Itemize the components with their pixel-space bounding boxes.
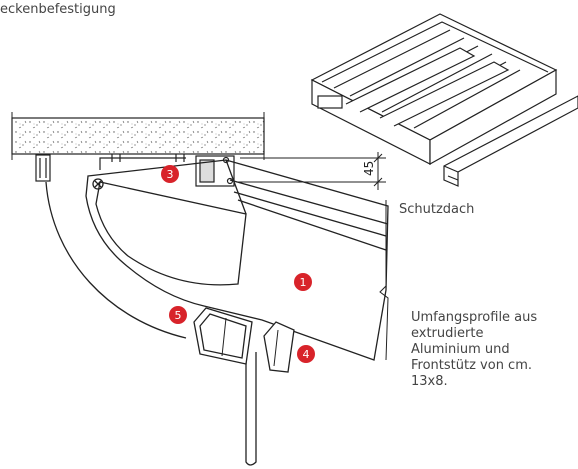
description-line: Umfangsprofile aus: [411, 310, 538, 325]
door-swing-arc: [45, 181, 187, 339]
dimension-label: 45: [362, 161, 376, 176]
description-line: Frontstütz von cm.: [411, 358, 533, 373]
break-lines: [379, 200, 389, 361]
marker-3: 3: [161, 165, 179, 183]
description-line: extrudierte: [411, 326, 484, 341]
description-line: Aluminium und: [411, 342, 510, 357]
marker-4: 4: [297, 345, 315, 363]
diagram-title: eckenbefestigung: [0, 2, 116, 17]
clamp-4: [263, 321, 295, 373]
marker-1: 1: [294, 273, 312, 291]
awning-body: [85, 159, 389, 361]
front-post: [245, 348, 257, 466]
svg-text:4: 4: [303, 348, 310, 361]
svg-text:5: 5: [175, 309, 182, 322]
description-line: 13x8.: [411, 374, 448, 389]
roof-profile-3d: [310, 13, 578, 187]
wall-bracket: [35, 154, 51, 182]
svg-text:1: 1: [300, 276, 307, 289]
description-text: Umfangsprofile aus extrudierte Aluminium…: [411, 310, 576, 390]
ceiling-rail: [99, 154, 235, 187]
svg-text:3: 3: [167, 168, 174, 181]
clamp-5: [193, 307, 253, 365]
concrete-slab: [11, 112, 265, 160]
marker-5: 5: [169, 306, 187, 324]
dimension-45: [236, 152, 386, 190]
roof-label: Schutzdach: [399, 202, 475, 217]
